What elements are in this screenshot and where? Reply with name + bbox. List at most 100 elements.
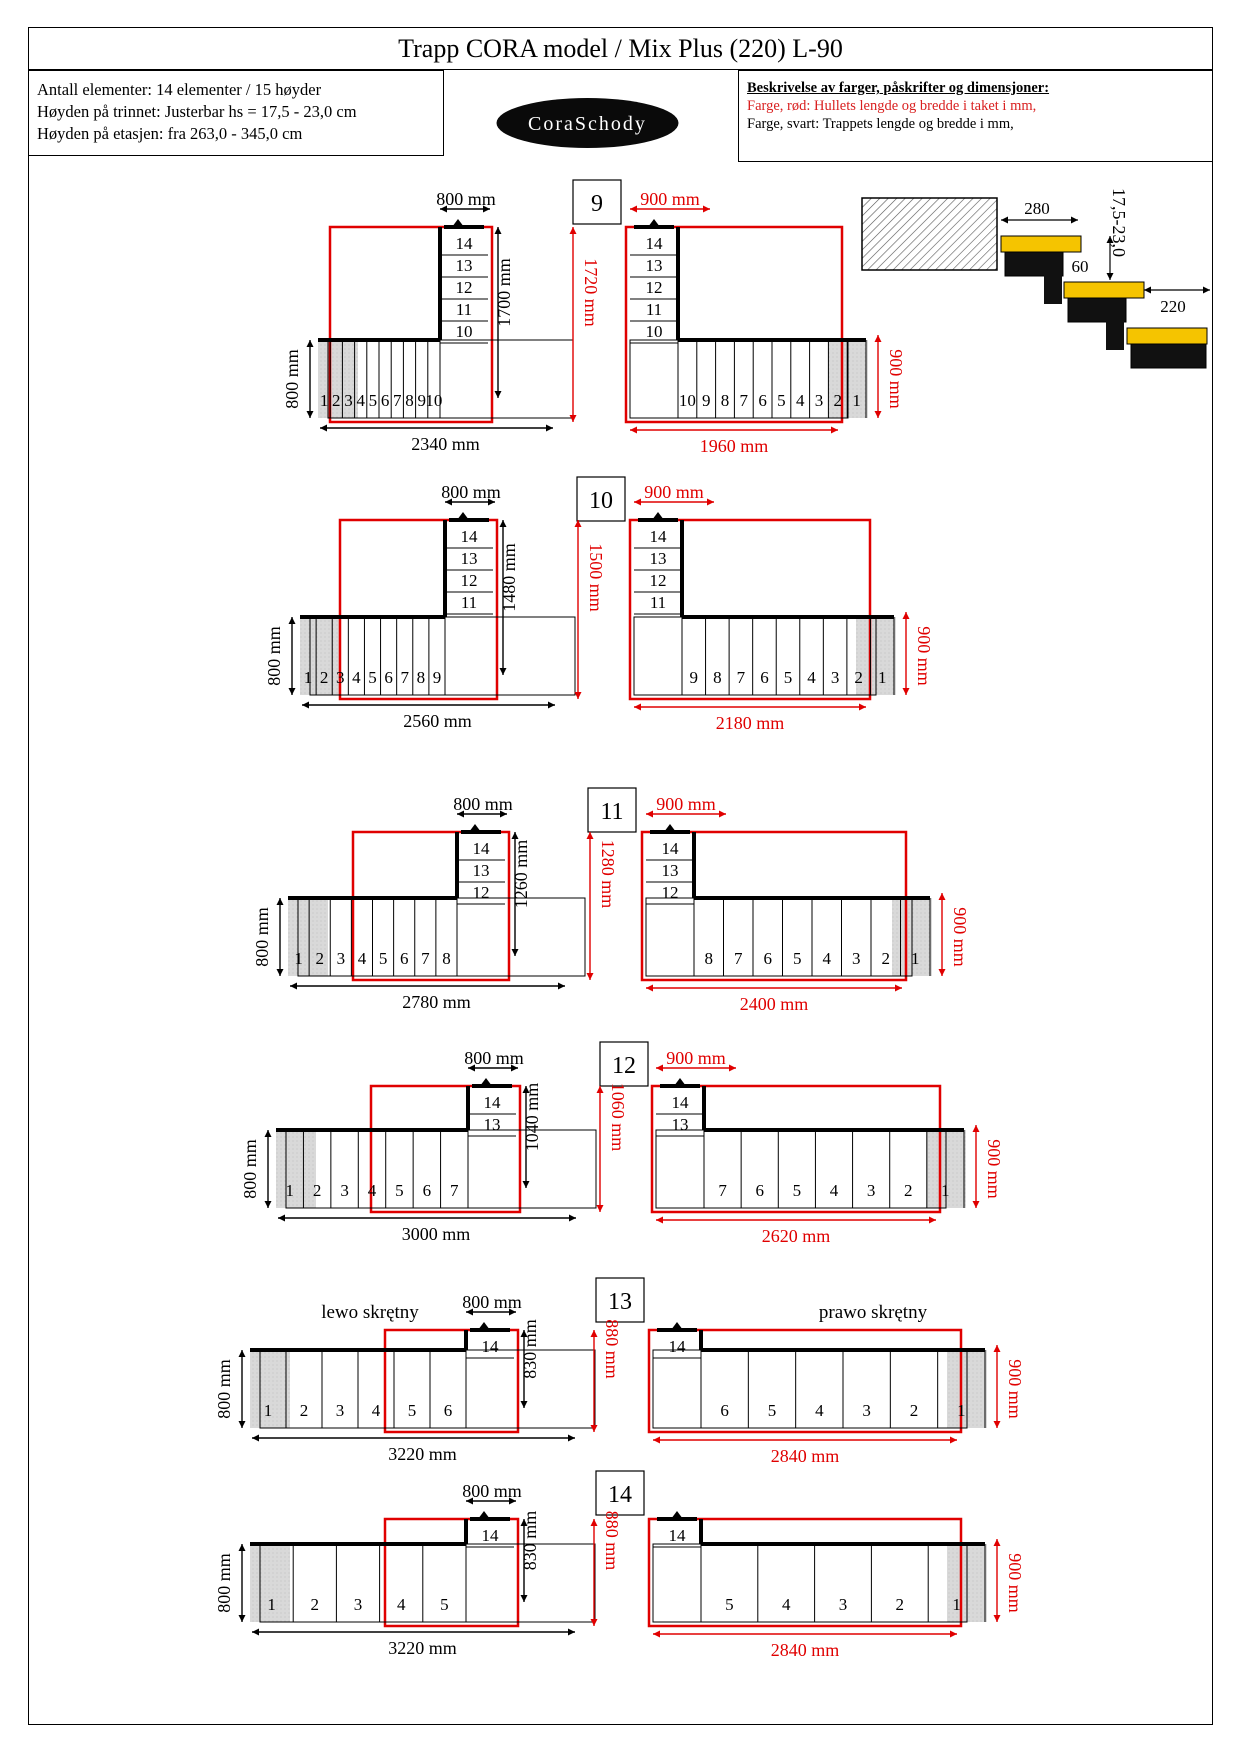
dim-hole-height-label: 880 mm xyxy=(602,1511,622,1571)
step-number: 5 xyxy=(793,1181,802,1200)
step-number: 11 xyxy=(646,300,662,319)
step-number: 1 xyxy=(320,391,329,410)
direction-arrow-icon xyxy=(664,824,676,832)
step-number: 12 xyxy=(650,571,667,590)
dim-left-depth-label: 800 mm xyxy=(240,1139,260,1199)
step-number: 8 xyxy=(405,391,414,410)
dim-right-width-label: 2400 mm xyxy=(740,994,809,1014)
variant-label: 10 xyxy=(589,488,613,514)
step-number: 9 xyxy=(433,668,442,687)
step-number: 14 xyxy=(662,839,680,858)
step-number: 6 xyxy=(764,949,773,968)
floor-slab xyxy=(861,197,998,271)
step-nosing-label: 60 xyxy=(1072,257,1089,276)
step-number: 2 xyxy=(332,391,341,410)
step-number: 14 xyxy=(669,1337,687,1356)
dim-left-depth-label: 800 mm xyxy=(282,349,302,409)
direction-arrow-icon xyxy=(671,1322,683,1330)
step-number: 12 xyxy=(646,278,663,297)
step-number: 14 xyxy=(461,527,479,546)
dim-top-right-label: 900 mm xyxy=(644,482,704,502)
step-number: 12 xyxy=(473,883,490,902)
step-number: 6 xyxy=(760,668,769,687)
legend-red: Farge, rød: Hullets lengde og bredde i t… xyxy=(747,98,1037,114)
label-right-turn: prawo skrętny xyxy=(819,1302,928,1323)
direction-arrow-icon xyxy=(652,512,664,520)
wall-left xyxy=(288,898,328,976)
variant-label: 13 xyxy=(608,1289,632,1315)
step-number: 3 xyxy=(852,949,861,968)
step-number: 1 xyxy=(304,668,313,687)
step-number: 3 xyxy=(867,1181,876,1200)
step-number: 2 xyxy=(910,1401,919,1420)
wall-left xyxy=(276,1130,316,1208)
direction-arrow-icon xyxy=(674,1078,686,1086)
hole-outline-left xyxy=(338,518,499,701)
step-number: 2 xyxy=(834,391,843,410)
step-number: 7 xyxy=(740,391,749,410)
step-number: 13 xyxy=(672,1115,689,1134)
step-number: 1 xyxy=(294,949,303,968)
step-number: 1 xyxy=(285,1181,294,1200)
step-number: 8 xyxy=(442,949,451,968)
dim-right-depth-label: 900 mm xyxy=(950,907,970,967)
step-number: 1 xyxy=(267,1595,276,1614)
step-number: 13 xyxy=(650,549,667,568)
step-number: 4 xyxy=(796,391,805,410)
step-number: 1 xyxy=(264,1401,273,1420)
step-number: 6 xyxy=(755,1181,764,1200)
step-number: 3 xyxy=(354,1595,363,1614)
dim-hole-height-label: 880 mm xyxy=(602,1319,622,1379)
step-number: 3 xyxy=(344,391,353,410)
dim-left-depth-label: 800 mm xyxy=(264,626,284,686)
dim-right-width-label: 2180 mm xyxy=(716,713,785,733)
dim-left-height-label: 1700 mm xyxy=(494,258,514,327)
step-number: 3 xyxy=(815,391,824,410)
variant-box xyxy=(576,476,626,522)
direction-arrow-icon xyxy=(648,219,660,227)
direction-arrow-icon xyxy=(469,824,481,832)
wall-left xyxy=(250,1544,290,1622)
hole-outline-right xyxy=(624,225,844,424)
info-floor-height: Høyden på etasjen: fra 263,0 - 345,0 cm xyxy=(37,124,303,143)
step-number: 5 xyxy=(369,391,378,410)
dim-right-depth-label: 900 mm xyxy=(914,626,934,686)
dim-left-depth-label: 800 mm xyxy=(214,1359,234,1419)
step-number: 12 xyxy=(662,883,679,902)
dim-top-right-label: 900 mm xyxy=(656,794,716,814)
step-number: 6 xyxy=(381,391,390,410)
step-number: 13 xyxy=(456,256,473,275)
dim-right-depth-label: 900 mm xyxy=(984,1139,1004,1199)
step-number: 4 xyxy=(823,949,832,968)
info-box: Antall elementer: 14 elementer / 15 høyd… xyxy=(28,70,444,156)
step-number: 4 xyxy=(356,391,365,410)
tread-stack xyxy=(1000,235,1208,369)
step-number: 1 xyxy=(941,1181,950,1200)
dim-left-height-label: 830 mm xyxy=(520,1319,540,1379)
step-number: 5 xyxy=(368,668,377,687)
direction-arrow-icon xyxy=(480,1078,492,1086)
step-number: 1 xyxy=(878,668,887,687)
dim-left-width-label: 3220 mm xyxy=(388,1638,457,1658)
step-number: 12 xyxy=(456,278,473,297)
hole-outline-right xyxy=(647,1517,963,1628)
direction-arrow-icon xyxy=(452,219,464,227)
wall-left xyxy=(300,617,340,695)
step-number: 14 xyxy=(646,234,664,253)
hole-outline-left xyxy=(328,225,494,424)
step-number: 1 xyxy=(957,1401,966,1420)
dim-right-width-label: 2840 mm xyxy=(771,1446,840,1466)
step-number: 11 xyxy=(461,593,477,612)
direction-arrow-icon xyxy=(671,1511,683,1519)
step-number: 7 xyxy=(737,668,746,687)
step-number: 4 xyxy=(372,1401,381,1420)
step-number: 3 xyxy=(839,1595,848,1614)
step-number: 4 xyxy=(368,1181,377,1200)
step-number: 2 xyxy=(882,949,891,968)
step-number: 1 xyxy=(911,949,920,968)
